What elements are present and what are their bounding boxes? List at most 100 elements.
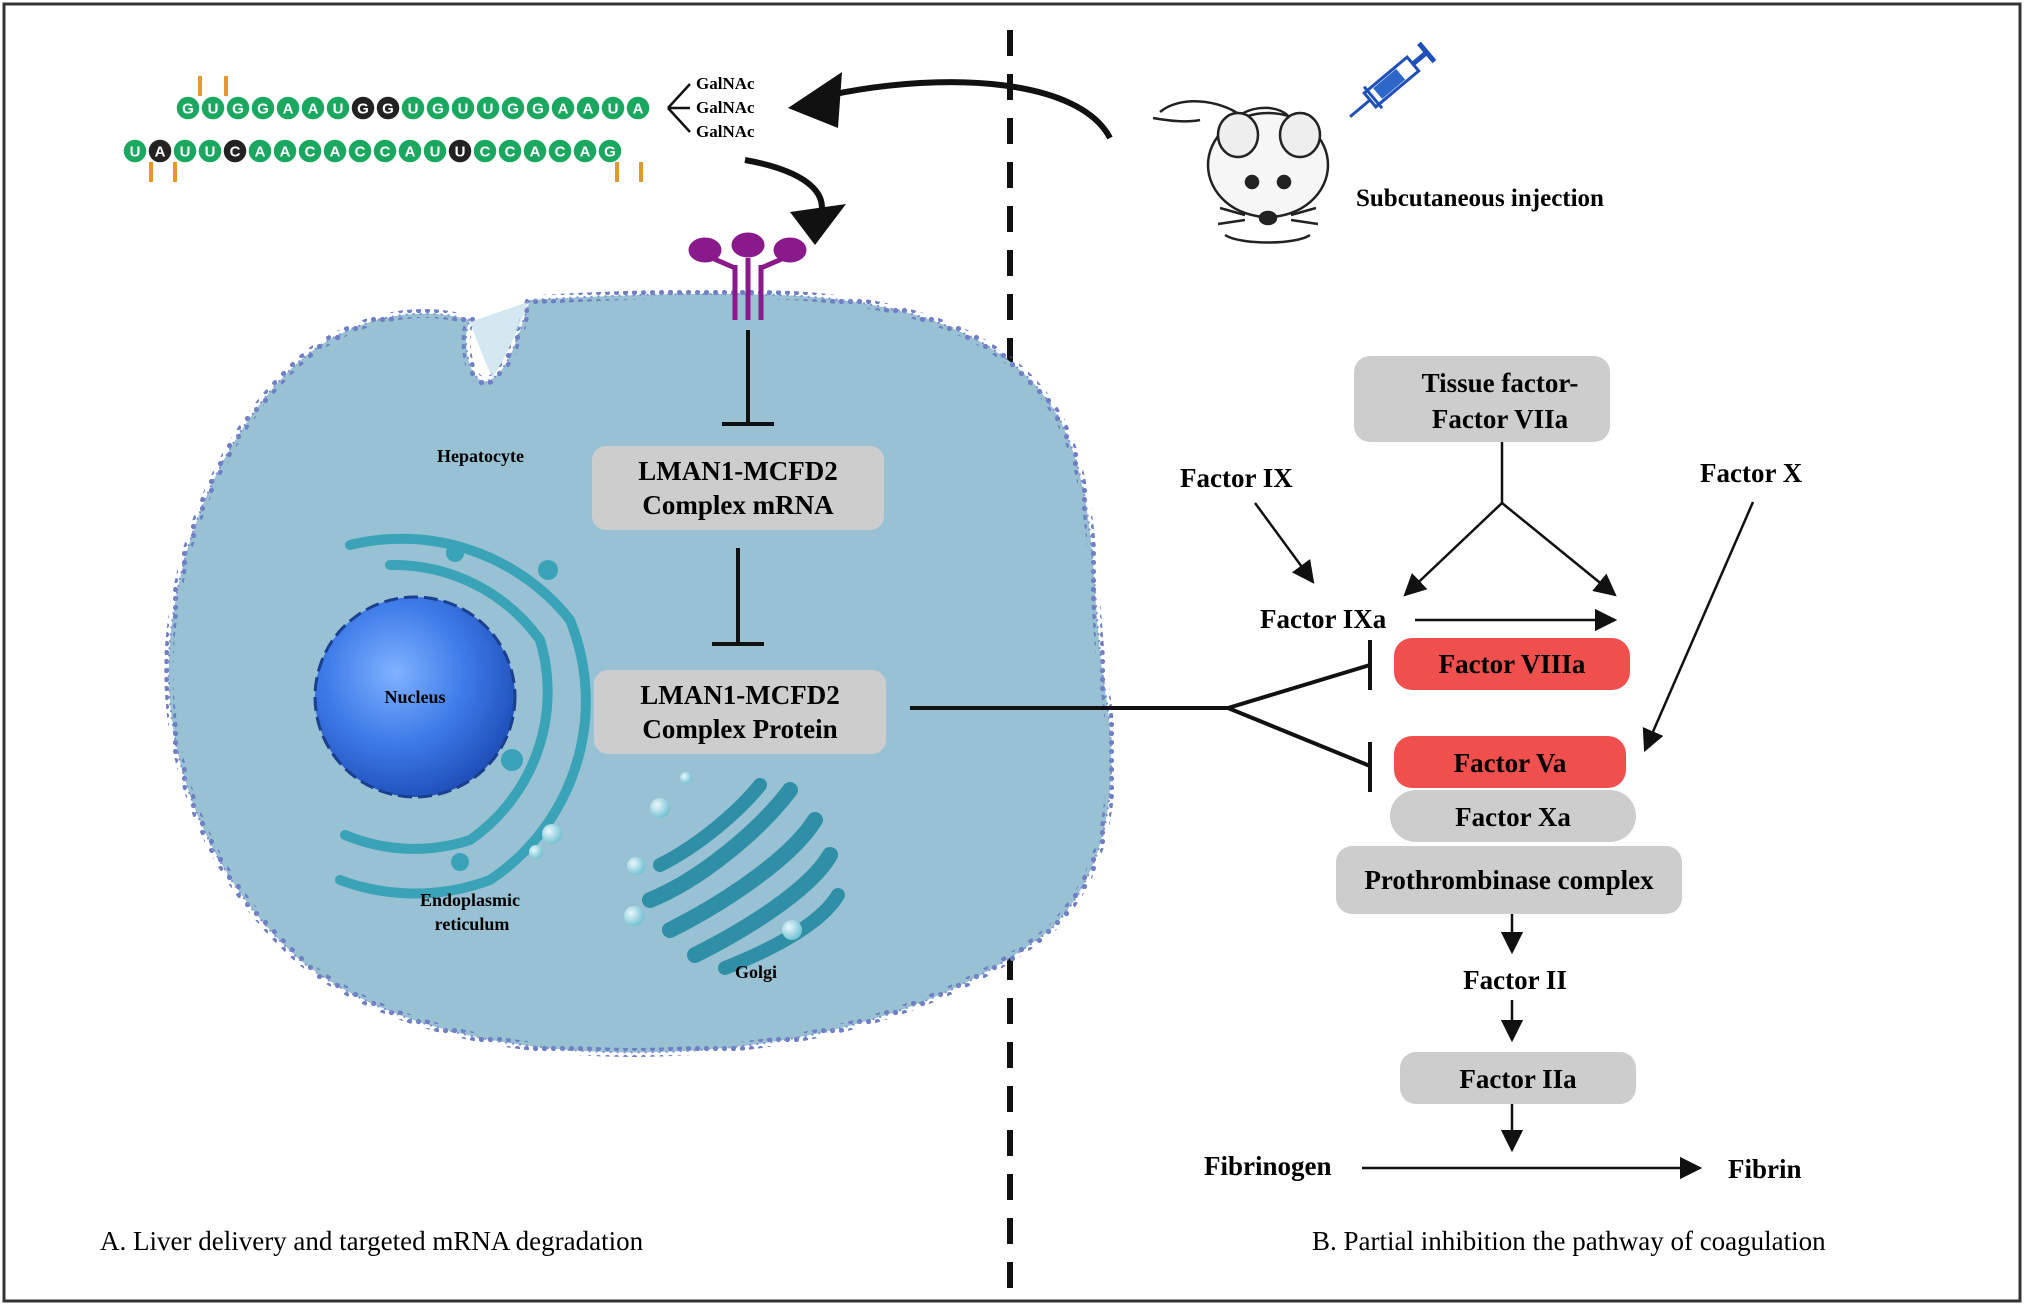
antisense-nucleotide-bead-16 — [522, 138, 548, 164]
factor-xa-box — [1390, 790, 1636, 842]
antisense-nucleotide-letter-18: A — [580, 144, 591, 161]
sense-nucleotide-bead-14 — [525, 95, 551, 121]
golgi-icon — [642, 778, 845, 975]
antisense-nucleotide-bead-14 — [472, 138, 498, 164]
nucleus-label: Nucleus — [384, 687, 445, 707]
er-label-line1: Endoplasmic — [420, 890, 520, 910]
vesicle-icon — [680, 772, 692, 784]
factor-ix-arrow — [1253, 502, 1315, 584]
galnac-linker — [667, 83, 691, 133]
vesicle-icon — [624, 906, 644, 926]
mrna-box-line2: Complex mRNA — [642, 490, 834, 520]
sense-nucleotide-letter-13: G — [507, 101, 519, 118]
sense-nucleotide-bead-13 — [500, 95, 526, 121]
sense-nucleotide-letter-7: G — [357, 101, 369, 118]
vesicle-icon — [782, 920, 802, 940]
injection-label: Subcutaneous injection — [1356, 185, 1604, 212]
antisense-nucleotide-bead-7 — [297, 138, 323, 164]
vesicle-icon — [650, 798, 670, 818]
antisense-nucleotide-letter-17: C — [555, 144, 566, 161]
asgpr-receptor-icon — [688, 232, 807, 320]
antisense-nucleotide-letter-15: C — [505, 144, 516, 161]
antisense-nucleotide-bead-2 — [172, 138, 198, 164]
antisense-nucleotide-bead-8 — [322, 138, 348, 164]
antisense-nucleotide-letter-1: A — [155, 144, 166, 161]
sense-nucleotide-bead-0 — [175, 95, 201, 121]
galnac-label-1: GalNAc — [696, 74, 755, 93]
tissue-factor-branch-arrows — [1403, 442, 1617, 597]
antisense-nucleotide-letter-13: U — [455, 144, 466, 161]
er-label-line2: reticulum — [435, 914, 510, 934]
antisense-nucleotide-letter-7: C — [305, 144, 316, 161]
protein-box-line1: LMAN1-MCFD2 — [640, 680, 839, 710]
antisense-nucleotide-bead-1 — [147, 138, 173, 164]
antisense-nucleotide-bead-15 — [497, 138, 523, 164]
antisense-nucleotide-letter-12: U — [430, 144, 441, 161]
sense-nucleotide-bead-15 — [550, 95, 576, 121]
tissue-factor-line1: Tissue factor- — [1422, 368, 1579, 398]
antisense-nucleotide-letter-9: C — [355, 144, 366, 161]
sense-nucleotide-bead-11 — [450, 95, 476, 121]
antisense-nucleotide-bead-18 — [572, 138, 598, 164]
factor-viiia-label: Factor VIIIa — [1439, 649, 1586, 679]
factor-x-arrow — [1642, 501, 1755, 753]
sense-nucleotide-bead-12 — [475, 95, 501, 121]
factor-va-box — [1394, 736, 1626, 788]
antisense-nucleotide-letter-6: A — [280, 144, 291, 161]
antisense-nucleotide-letter-2: U — [180, 144, 191, 161]
mrna-box-line1: LMAN1-MCFD2 — [638, 456, 837, 486]
galnac-label-2: GalNAc — [696, 98, 755, 117]
fibrin-label: Fibrin — [1728, 1154, 1802, 1184]
sense-nucleotide-letter-3: G — [257, 101, 269, 118]
antisense-nucleotide-letter-19: G — [604, 144, 616, 161]
sense-nucleotide-letter-10: G — [432, 101, 444, 118]
sense-nucleotide-bead-5 — [300, 95, 326, 121]
vesicle-icon — [627, 857, 645, 875]
sense-nucleotide-letter-11: U — [458, 101, 469, 118]
sense-nucleotide-bead-8 — [375, 95, 401, 121]
protein-box — [594, 670, 886, 754]
antisense-nucleotide-bead-4 — [222, 138, 248, 164]
inhibit-protein-to-cofactors — [910, 640, 1372, 792]
antisense-nucleotide-bead-17 — [547, 138, 573, 164]
galnac-label-3: GalNAc — [696, 122, 755, 141]
sense-nucleotide-bead-7 — [350, 95, 376, 121]
sense-nucleotide-bead-17 — [600, 95, 626, 121]
factor-viiia-box — [1394, 638, 1630, 690]
antisense-nucleotide-letter-14: C — [480, 144, 491, 161]
antisense-nucleotide-letter-4: C — [230, 144, 241, 161]
antisense-nucleotide-bead-5 — [247, 138, 273, 164]
mrna-box — [592, 446, 884, 530]
sense-nucleotide-bead-1 — [200, 95, 226, 121]
sense-nucleotide-letter-15: A — [558, 101, 569, 118]
sense-nucleotide-letter-12: U — [483, 101, 494, 118]
sense-nucleotide-letter-5: A — [308, 101, 319, 118]
antisense-nucleotide-bead-3 — [197, 138, 223, 164]
antisense-nucleotide-letter-3: U — [205, 144, 216, 161]
factor-ix-label: Factor IX — [1180, 463, 1293, 493]
tissue-factor-line2: Factor VIIa — [1432, 404, 1569, 434]
antisense-nucleotide-letter-8: A — [330, 144, 341, 161]
inhibit-mrna-to-protein — [712, 548, 764, 646]
mouse-icon — [1152, 100, 1330, 244]
sense-nucleotide-letter-18: A — [633, 101, 644, 118]
antisense-nucleotide-bead-0 — [122, 138, 148, 164]
golgi-label: Golgi — [735, 962, 777, 982]
factor-ixa-label: Factor IXa — [1260, 604, 1387, 634]
syringe-icon — [1349, 41, 1437, 118]
panel-b-caption: B. Partial inhibition the pathway of coa… — [1312, 1226, 1826, 1256]
sense-nucleotide-letter-1: U — [208, 101, 219, 118]
sense-nucleotide-bead-3 — [250, 95, 276, 121]
sense-nucleotide-letter-8: G — [382, 101, 394, 118]
sense-nucleotide-bead-6 — [325, 95, 351, 121]
sense-nucleotide-letter-17: U — [608, 101, 619, 118]
hepatocyte-label: Hepatocyte — [437, 446, 524, 466]
sense-nucleotide-bead-4 — [275, 95, 301, 121]
sense-nucleotide-bead-10 — [425, 95, 451, 121]
modification-tick-marks — [149, 76, 643, 182]
